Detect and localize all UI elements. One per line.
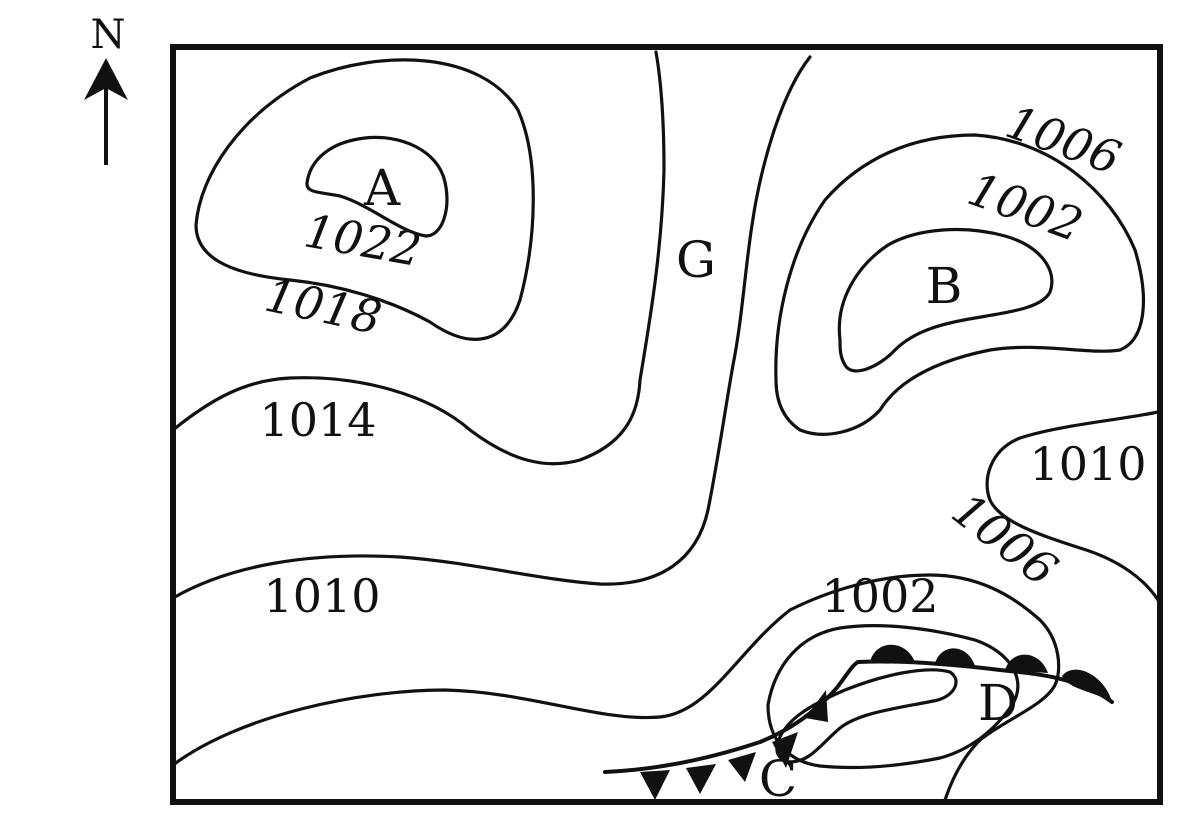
isobar-b-outer: [774, 133, 1146, 436]
north-arrow: N: [84, 12, 128, 165]
isobar-label-1022: 1022: [300, 203, 425, 277]
map-frame: [170, 44, 1163, 805]
center-label-d: D: [978, 674, 1018, 732]
isobar-label-1014: 1014: [259, 393, 376, 447]
warm-front: [856, 644, 1114, 704]
isobar-b-inner: [837, 227, 1054, 373]
isobar-south-1006-west: [171, 573, 1061, 802]
isobar-label-1010-east: 1010: [1029, 437, 1146, 491]
isobar-label-1006-b: 1006: [999, 95, 1127, 186]
north-label: N: [91, 12, 126, 58]
center-label-c: C: [759, 750, 797, 808]
center-label-b: B: [926, 257, 963, 315]
isobar-a-inner: [305, 135, 449, 238]
isobar-label-1002-b: 1002: [961, 162, 1089, 253]
isobar-east-1010: [985, 410, 1160, 602]
cold-front: [603, 660, 860, 800]
isobar-label-1018: 1018: [260, 268, 386, 345]
isobar-label-1010-west: 1010: [263, 569, 380, 623]
isobar-label-1002-south: 1002: [821, 569, 938, 623]
center-label-g: G: [676, 231, 716, 289]
isobar-west-1014: [171, 50, 666, 466]
isobar-cd-loop: [775, 668, 958, 764]
isobar-lines: [171, 50, 1160, 802]
isobar-south-1002: [766, 624, 1020, 770]
isobar-west-1010: [171, 55, 812, 600]
center-label-a: A: [363, 159, 401, 217]
isobar-a-outer: [194, 58, 535, 341]
